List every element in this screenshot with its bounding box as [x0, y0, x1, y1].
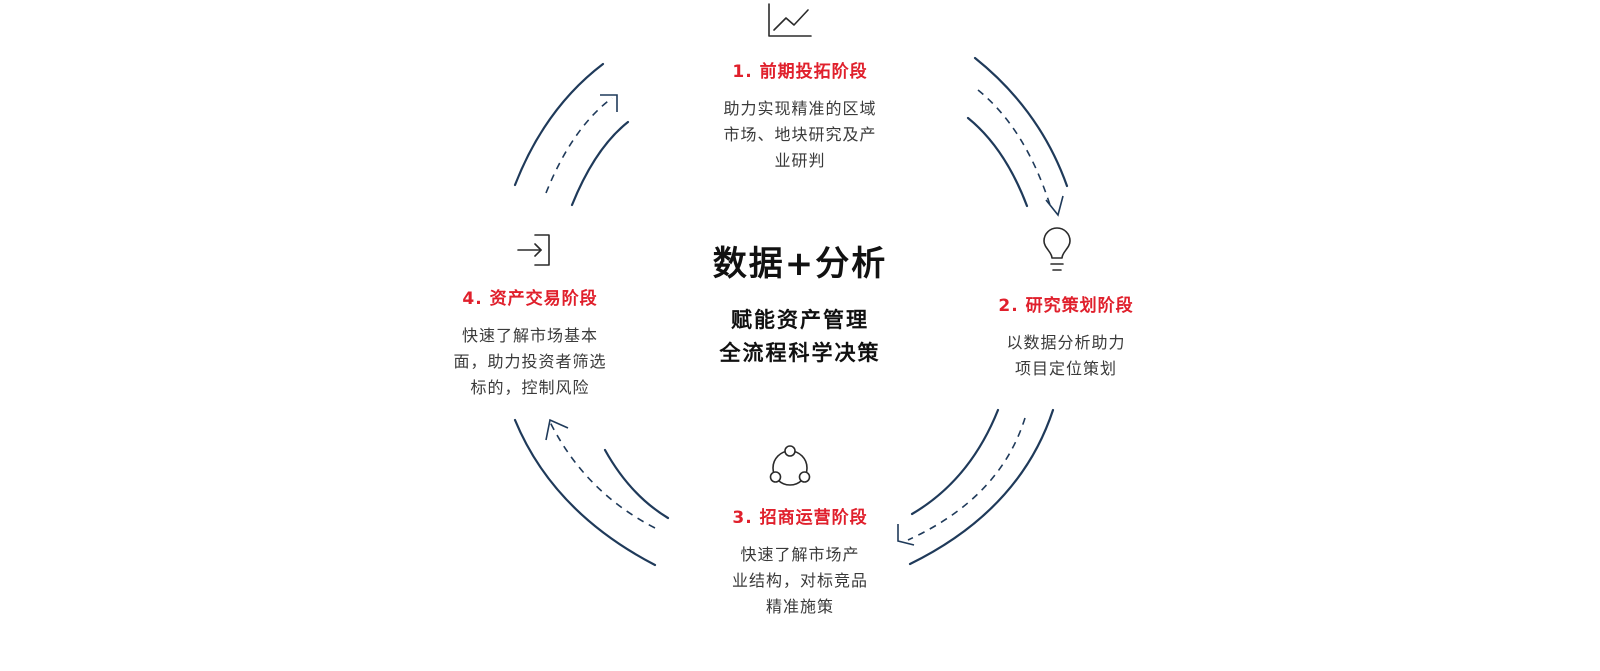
stage-4-line-3: 标的，控制风险 [470, 378, 590, 397]
stage-4-description: 快速了解市场基本 面，助力投资者筛选 标的，控制风险 [410, 323, 650, 401]
sign-in-icon [517, 234, 550, 266]
center-subtitle-line-1: 赋能资产管理 [731, 307, 869, 332]
stage-2-line-1: 以数据分析助力 [1006, 333, 1126, 352]
stage-4-line-2: 面，助力投资者筛选 [453, 352, 607, 371]
stage-4-title: 4. 资产交易阶段 [462, 289, 598, 309]
stage-1-title: 1. 前期投拓阶段 [732, 62, 868, 82]
center-subtitle: 赋能资产管理 全流程科学决策 [640, 303, 960, 369]
stage-2-line-2: 项目定位策划 [1014, 359, 1117, 378]
stage-1-line-1: 助力实现精准的区域 [723, 99, 877, 118]
cycle-arrow-3-to-4 [513, 418, 670, 567]
stage-4: 4. 资产交易阶段 快速了解市场基本 面，助力投资者筛选 标的，控制风险 [410, 284, 650, 401]
stage-1-line-3: 业研判 [774, 151, 826, 170]
stage-3: 3. 招商运营阶段 快速了解市场产 业结构，对标竞品 精准施策 [680, 503, 920, 620]
stage-4-line-1: 快速了解市场基本 [461, 326, 598, 345]
cycle-arrow-4-to-1 [513, 62, 630, 207]
center-block: 数据+分析 赋能资产管理 全流程科学决策 [640, 236, 960, 369]
stage-3-line-3: 精准施策 [765, 597, 834, 616]
cycle-arrow-2-to-3 [897, 408, 1055, 566]
line-chart-icon [768, 3, 812, 37]
stage-1-description: 助力实现精准的区域 市场、地块研究及产 业研判 [680, 96, 920, 174]
stage-1: 1. 前期投拓阶段 助力实现精准的区域 市场、地块研究及产 业研判 [680, 57, 920, 174]
center-title: 数据+分析 [712, 244, 888, 284]
cycle-arrow-1-to-2 [966, 56, 1069, 217]
center-subtitle-line-2: 全流程科学决策 [719, 340, 881, 365]
share-nodes-icon [769, 445, 811, 486]
stage-3-line-2: 业结构，对标竞品 [731, 571, 868, 590]
stage-3-description: 快速了解市场产 业结构，对标竞品 精准施策 [680, 542, 920, 620]
stage-1-line-2: 市场、地块研究及产 [723, 125, 877, 144]
stage-3-title: 3. 招商运营阶段 [732, 508, 868, 528]
stage-2: 2. 研究策划阶段 以数据分析助力 项目定位策划 [946, 291, 1186, 382]
stage-2-description: 以数据分析助力 项目定位策划 [946, 330, 1186, 382]
stage-2-title: 2. 研究策划阶段 [998, 296, 1134, 316]
light-bulb-icon [1043, 227, 1071, 271]
stage-3-line-1: 快速了解市场产 [740, 545, 860, 564]
